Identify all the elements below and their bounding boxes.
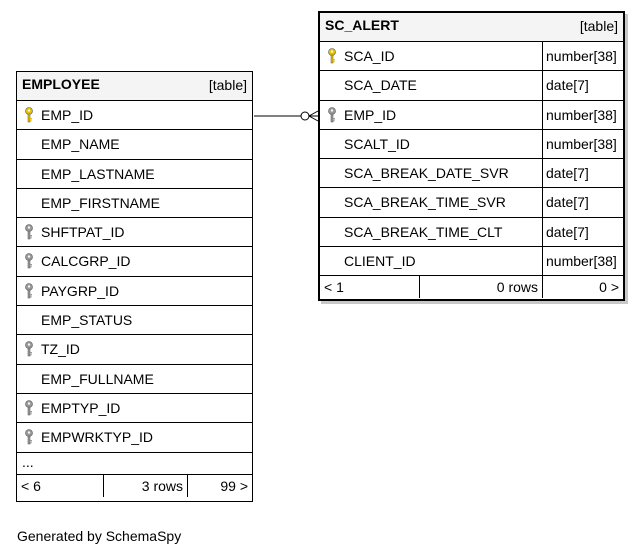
sc-alert-children-count[interactable]: 0 > (542, 276, 623, 299)
sc-alert-table-header[interactable]: SC_ALERT [table] (320, 13, 623, 42)
foreign-key-icon (25, 253, 33, 269)
foreign-key-icon (25, 341, 33, 357)
column-name[interactable]: CLIENT_ID (344, 253, 416, 270)
employee-column-row[interactable]: EMP_STATUS (17, 306, 252, 336)
employee-column-row[interactable]: EMPTYP_ID (17, 394, 252, 424)
sc-alert-column-row[interactable]: SCALT_ID number[38] (320, 129, 623, 160)
column-type: date[7] (542, 159, 623, 188)
primary-key-icon (25, 107, 33, 123)
column-name[interactable]: SCA_BREAK_DATE_SVR (344, 165, 509, 182)
column-name[interactable]: TZ_ID (41, 341, 80, 358)
column-name[interactable]: EMP_STATUS (41, 312, 133, 329)
column-name[interactable]: EMP_NAME (41, 136, 120, 153)
employee-column-row[interactable]: EMP_FULLNAME (17, 365, 252, 394)
crowfoot-bottom (308, 115, 319, 122)
more-ellipsis: ... (22, 453, 34, 470)
employee-column-row[interactable]: EMP_ID (17, 101, 252, 131)
foreign-key-icon (328, 106, 336, 122)
sc-alert-column-row[interactable]: SCA_DATE date[7] (320, 71, 623, 101)
column-type: number[38] (542, 100, 623, 129)
column-name[interactable]: EMP_ID (344, 106, 397, 123)
foreign-key-icon (25, 400, 33, 416)
column-name[interactable]: EMP_ID (41, 107, 94, 123)
column-type: date[7] (542, 188, 623, 217)
employee-row-count: 3 rows (103, 474, 187, 497)
column-name[interactable]: SCA_DATE (344, 77, 417, 94)
sc-alert-row-count: 0 rows (419, 276, 542, 299)
column-name[interactable]: SCA_BREAK_TIME_SVR (344, 194, 506, 211)
column-name[interactable]: SCALT_ID (344, 135, 410, 152)
employee-column-row[interactable]: EMPWRKTYP_ID (17, 423, 252, 453)
sc-alert-table-kind: [table] (579, 18, 618, 34)
primary-key-icon (328, 48, 336, 64)
employee-children-count[interactable]: 99 > (187, 474, 252, 497)
foreign-key-icon (25, 282, 33, 299)
column-type: date[7] (542, 71, 623, 100)
employee-table-kind: [table] (208, 77, 247, 93)
column-name[interactable]: EMP_LASTNAME (41, 165, 155, 182)
sc-alert-column-row[interactable]: CLIENT_ID number[38] (320, 247, 623, 277)
employee-column-row[interactable]: CALCGRP_ID (17, 247, 252, 277)
sc-alert-parents-count[interactable]: < 1 (324, 279, 344, 296)
employee-column-row[interactable]: EMP_FIRSTNAME (17, 189, 252, 219)
employee-table-footer: < 6 3 rows 99 > (17, 474, 252, 497)
employee-more-columns: ... (17, 453, 252, 475)
foreign-key-icon (25, 224, 33, 240)
employee-column-row[interactable]: PAYGRP_ID (17, 277, 252, 307)
employee-parents-count[interactable]: < 6 (21, 477, 41, 494)
column-name[interactable]: EMPTYP_ID (41, 399, 121, 416)
employee-column-row[interactable]: EMP_LASTNAME (17, 160, 252, 189)
sc-alert-column-row[interactable]: SCA_ID number[38] (320, 42, 623, 72)
column-name[interactable]: SCA_BREAK_TIME_CLT (344, 223, 503, 240)
employee-column-row[interactable]: SHFTPAT_ID (17, 218, 252, 248)
generated-by-caption: Generated by SchemaSpy (17, 528, 182, 544)
employee-column-row[interactable]: EMP_NAME (17, 130, 252, 160)
column-name[interactable]: EMP_FIRSTNAME (41, 194, 161, 211)
column-name[interactable]: SCA_ID (344, 48, 395, 64)
column-name[interactable]: PAYGRP_ID (41, 282, 120, 299)
employee-table-header[interactable]: EMPLOYEE [table] (17, 72, 252, 101)
foreign-key-icon (25, 429, 33, 445)
column-name[interactable]: SHFTPAT_ID (41, 224, 125, 241)
crowfoot-top (308, 110, 319, 117)
employee-table[interactable]: EMPLOYEE [table] EMP_ID EMP_NAME EMP_LASTN… (16, 71, 253, 502)
column-name[interactable]: EMPWRKTYP_ID (41, 429, 154, 446)
sc-alert-column-row[interactable]: SCA_BREAK_TIME_SVR date[7] (320, 188, 623, 218)
sc-alert-table-footer: < 1 0 rows 0 > (320, 276, 623, 299)
employee-column-row[interactable]: TZ_ID (17, 335, 252, 365)
sc-alert-column-row[interactable]: SCA_BREAK_DATE_SVR date[7] (320, 159, 623, 189)
column-type: number[38] (542, 42, 623, 71)
sc-alert-table-name[interactable]: SC_ALERT (325, 17, 399, 33)
employee-table-name[interactable]: EMPLOYEE (22, 76, 100, 92)
sc-alert-column-row[interactable]: EMP_ID number[38] (320, 100, 623, 130)
column-type: number[38] (542, 247, 623, 276)
column-type: number[38] (542, 129, 623, 159)
column-name[interactable]: EMP_FULLNAME (41, 370, 154, 387)
column-name[interactable]: CALCGRP_ID (41, 253, 131, 270)
sc-alert-column-row[interactable]: SCA_BREAK_TIME_CLT date[7] (320, 217, 623, 248)
column-type: date[7] (542, 217, 623, 247)
optional-circle-marker (300, 111, 310, 121)
